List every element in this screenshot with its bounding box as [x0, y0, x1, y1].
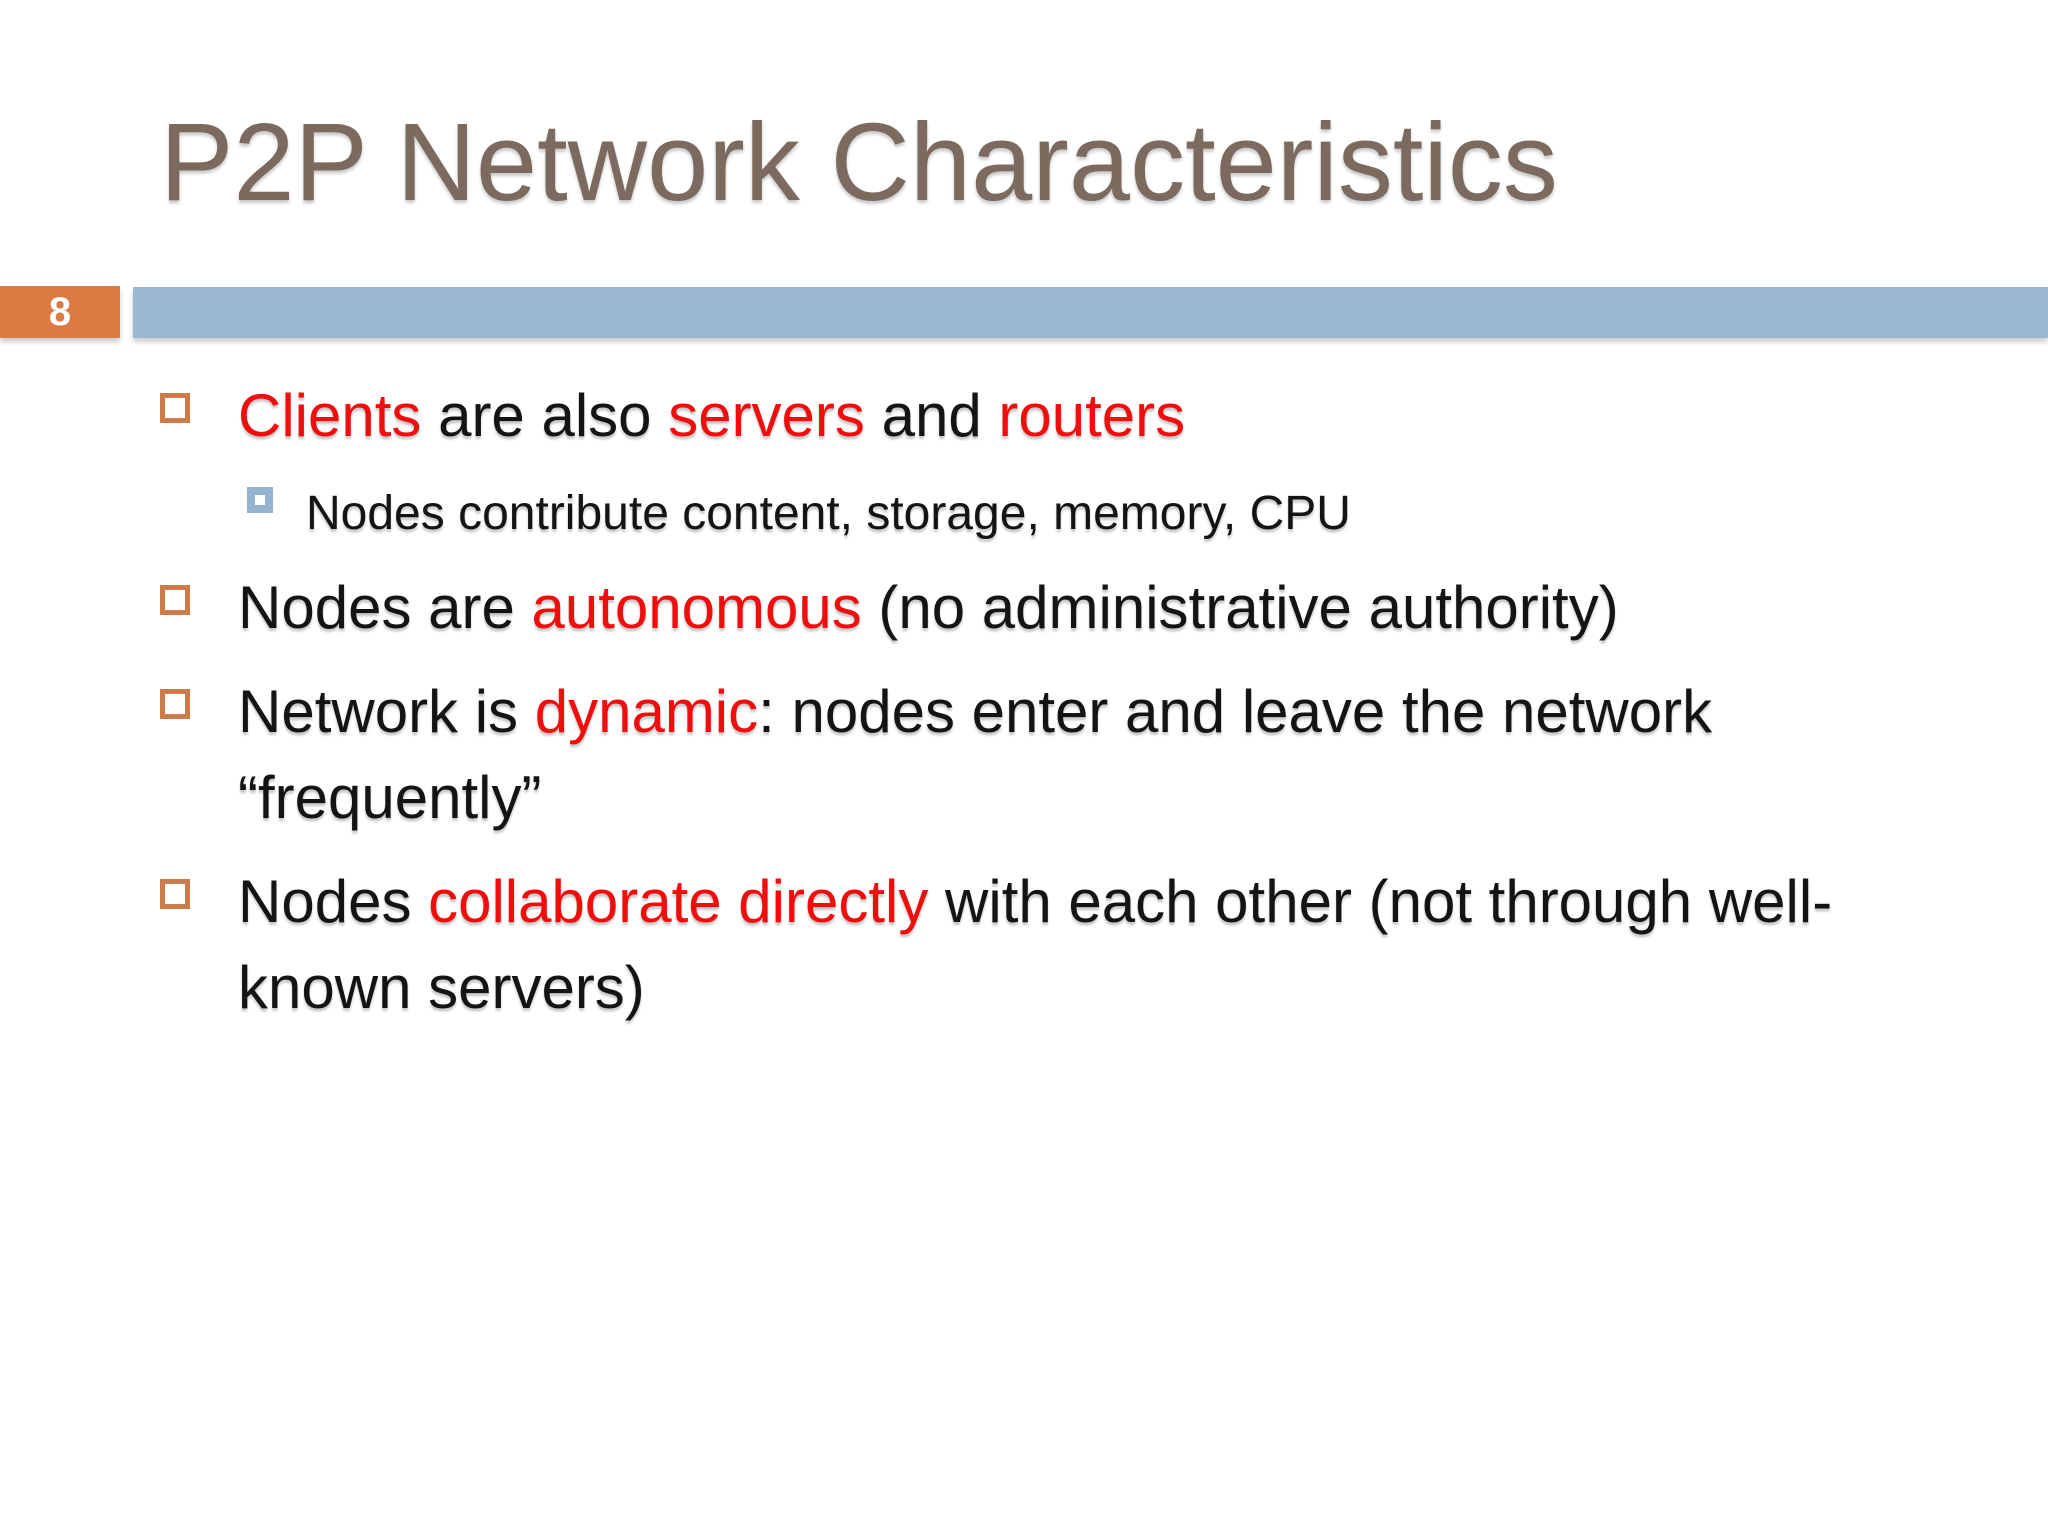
- page-number: 8: [48, 290, 72, 334]
- text-segment: : nodes enter and leave the network: [758, 678, 1713, 745]
- title-underline-band: 8: [0, 286, 2048, 338]
- hollow-square-bullet-icon: [160, 393, 190, 423]
- text-segment: are also: [421, 382, 669, 449]
- text-line: “frequently”: [238, 755, 1960, 841]
- text-segment: dynamic: [534, 678, 759, 745]
- text-line: Clients are also servers and routers: [238, 373, 1960, 459]
- text-line: Network is dynamic: nodes enter and leav…: [238, 669, 1960, 755]
- page-number-badge: 8: [0, 286, 120, 338]
- sub-bullet-item: Nodes contribute content, storage, memor…: [247, 471, 1960, 557]
- text-line: known servers): [238, 945, 1960, 1031]
- bullet-item: Network is dynamic: nodes enter and leav…: [160, 669, 1960, 841]
- decorative-blue-band: [133, 287, 2048, 338]
- text-segment: Network is: [238, 678, 535, 745]
- text-line: Nodes contribute content, storage, memor…: [306, 471, 1960, 557]
- bullet-list: Clients are also servers and routers Nod…: [160, 373, 1960, 1031]
- bullet-item: Nodes are autonomous (no administrative …: [160, 565, 1960, 651]
- text-segment: autonomous: [531, 574, 862, 641]
- bullet-text: Clients are also servers and routers: [238, 373, 1960, 459]
- bullet-text: Nodes collaborate directly with each oth…: [238, 859, 1960, 1031]
- text-segment: Nodes contribute content, storage, memor…: [306, 487, 1351, 540]
- bullet-item: Clients are also servers and routers: [160, 373, 1960, 459]
- text-segment: Clients: [238, 382, 422, 449]
- bullet-text: Nodes are autonomous (no administrative …: [238, 565, 1960, 651]
- hollow-square-bullet-icon: [160, 585, 190, 615]
- text-segment: “frequently”: [238, 764, 542, 831]
- bullet-text: Network is dynamic: nodes enter and leav…: [238, 669, 1960, 841]
- text-segment: servers: [668, 382, 865, 449]
- text-line: Nodes collaborate directly with each oth…: [238, 859, 1960, 945]
- text-line: Nodes are autonomous (no administrative …: [238, 565, 1960, 651]
- bullet-text: Nodes contribute content, storage, memor…: [306, 471, 1960, 557]
- text-segment: routers: [998, 382, 1186, 449]
- hollow-square-bullet-icon: [160, 689, 190, 719]
- text-segment: with each other (not through well-: [928, 868, 1833, 935]
- framed-square-bullet-icon: [247, 487, 273, 513]
- hollow-square-bullet-icon: [160, 879, 190, 909]
- text-segment: and: [864, 382, 999, 449]
- text-segment: Nodes: [238, 868, 429, 935]
- bullet-item: Nodes collaborate directly with each oth…: [160, 859, 1960, 1031]
- text-segment: Nodes are: [238, 574, 532, 641]
- text-segment: known servers): [238, 954, 645, 1021]
- text-segment: collaborate directly: [428, 868, 929, 935]
- text-segment: (no administrative authority): [861, 574, 1619, 641]
- page-title: P2P Network Characteristics: [160, 101, 1558, 224]
